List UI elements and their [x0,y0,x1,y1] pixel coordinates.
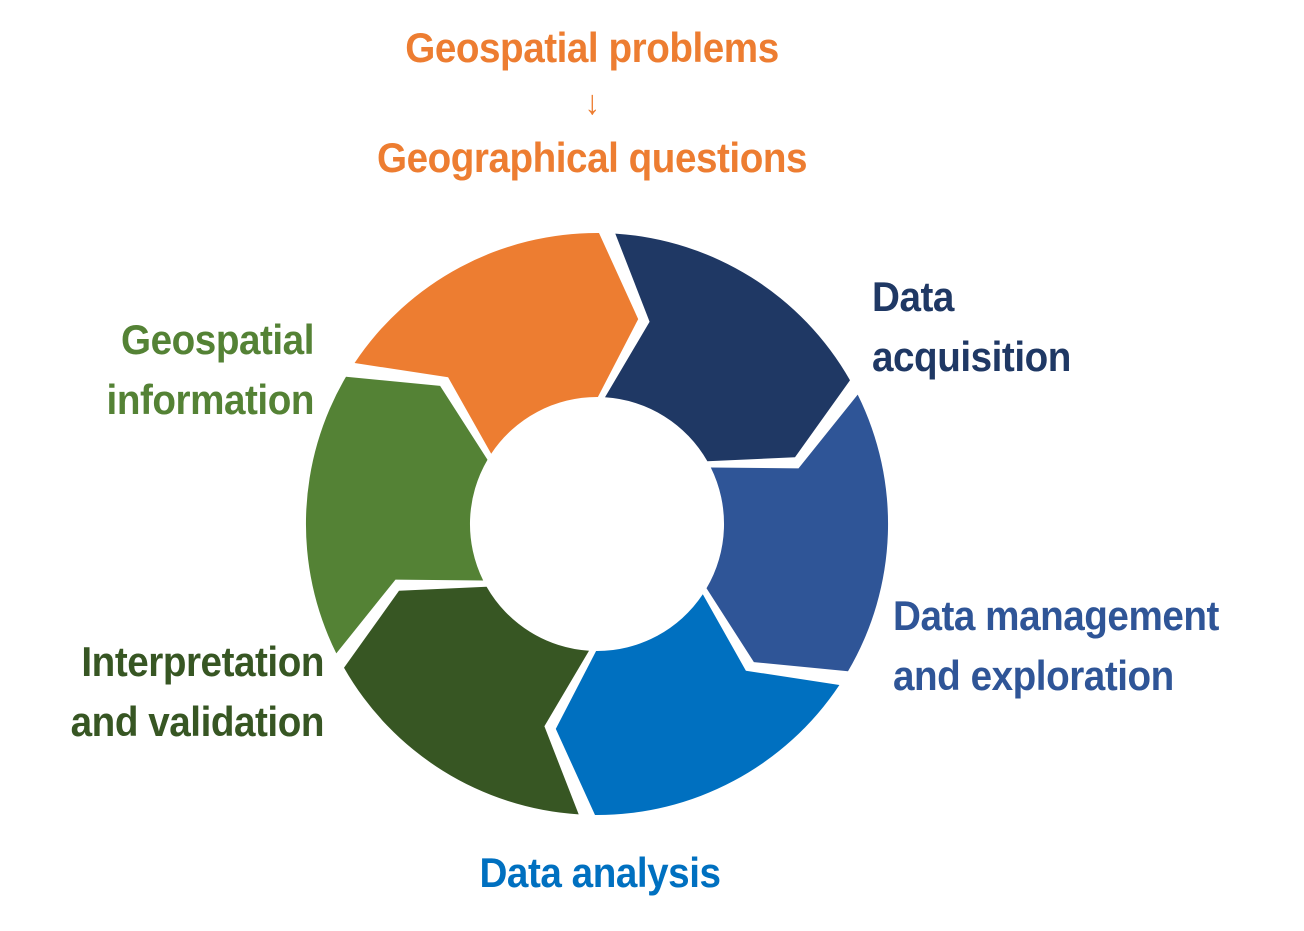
label-line: and exploration [893,652,1174,699]
label-data-management: Data management and exploration [893,586,1219,706]
segment-questions [354,232,639,454]
header-line-1: Geospatial problems [405,24,779,71]
header-line-2: Geographical questions [376,134,808,181]
segment-information [305,376,488,654]
label-geospatial-information: Geospatial information [62,310,315,430]
segment-acquisition [605,233,850,462]
label-line: acquisition [872,333,1071,380]
down-arrow-icon: ↓ [584,84,600,122]
label-line: Data [872,273,954,320]
label-line: information [106,376,315,423]
segment-analysis [555,594,840,816]
label-line: Data analysis [479,849,721,896]
segment-interpretation [344,586,589,815]
label-line: and validation [70,698,325,745]
label-line: Geospatial [121,316,314,363]
label-data-analysis: Data analysis [453,843,747,903]
label-interpretation: Interpretation and validation [44,632,325,752]
segment-management [706,394,889,672]
header-label: Geospatial problems ↓ Geographical quest… [371,18,813,188]
label-line: Data management [893,592,1219,639]
label-line: Interpretation [81,638,325,685]
label-data-acquisition: Data acquisition [872,267,1071,387]
